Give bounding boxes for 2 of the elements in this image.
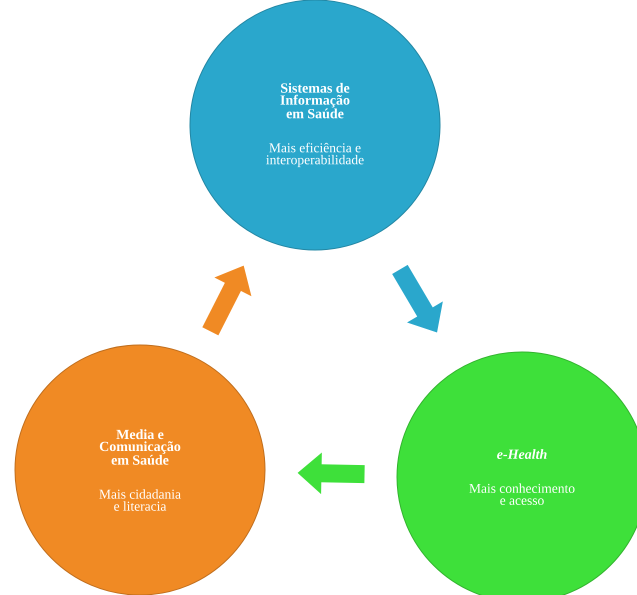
- circle-node: Media e Comunicação em Saúde Mais cidadania e literacia: [14, 344, 266, 595]
- circle-node: e-Health Mais conhecimento e acesso: [396, 352, 637, 595]
